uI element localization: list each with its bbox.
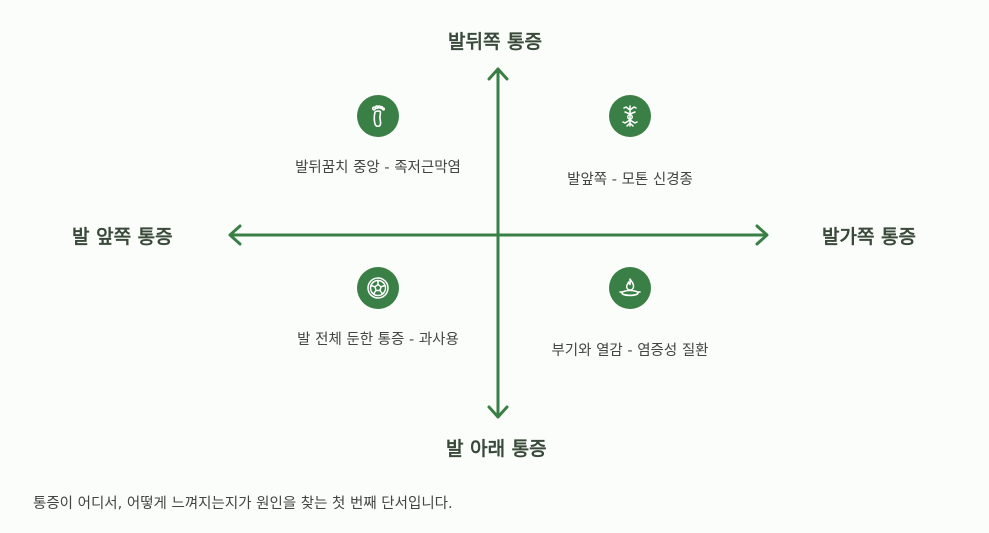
quadrant-text-top-left: 발뒤꿈치 중앙 - 족저근막염 <box>295 160 461 176</box>
nerve-icon <box>609 95 651 137</box>
axis-label-left: 발 앞쪽 통증 <box>72 226 173 248</box>
arrow-up <box>487 67 509 81</box>
axis-label-bottom: 발 아래 통증 <box>446 438 547 460</box>
quadrant-text-bottom-left: 발 전체 둔한 통증 - 과사용 <box>297 332 459 348</box>
fire-icon <box>609 267 651 309</box>
ball-icon <box>357 267 399 309</box>
quadrant-text-top-right: 발앞쪽 - 모톤 신경종 <box>567 172 693 188</box>
arrow-left <box>228 224 242 246</box>
arrow-down <box>487 405 509 419</box>
axis-label-top: 발뒤쪽 통증 <box>448 31 543 53</box>
footprint-icon <box>357 95 399 137</box>
axis-label-right: 발가쪽 통증 <box>822 226 917 248</box>
quadrant-text-bottom-right: 부기와 열감 - 염증성 질환 <box>551 343 709 359</box>
arrow-right <box>755 224 769 246</box>
footer-note: 통증이 어디서, 어떻게 느껴지는지가 원인을 찾는 첫 번째 단서입니다. <box>33 496 453 512</box>
